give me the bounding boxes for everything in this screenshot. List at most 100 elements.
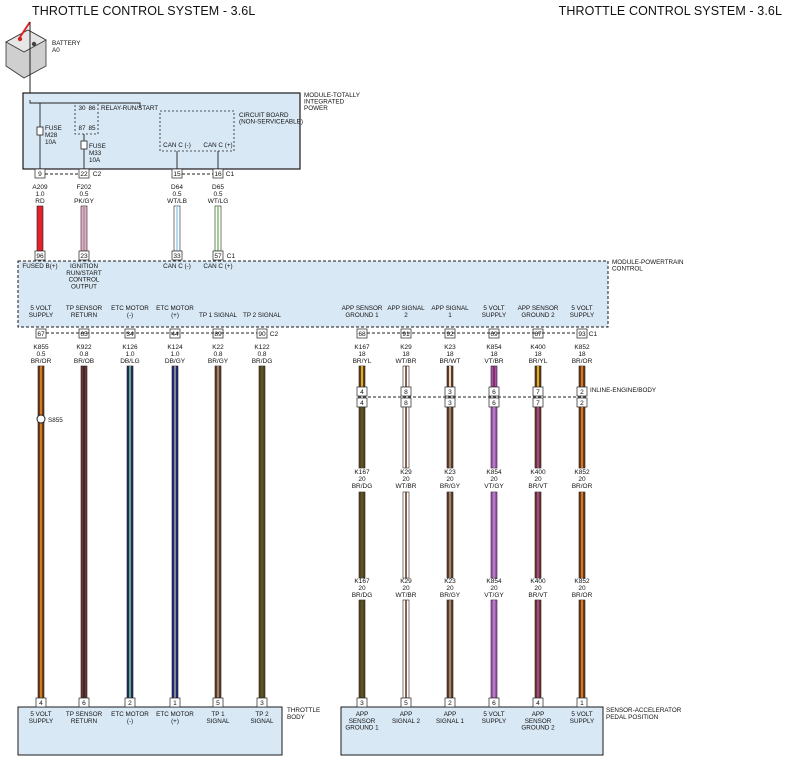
tipm-can-neg-label: CAN C (-) [163,142,191,149]
pcm-bottom-pin-5-number: 90 [258,331,266,338]
tipm-pin-22 [78,168,90,179]
throttle-body-pin-2 [124,697,136,708]
pcm-module-name: MODULE-POWERTRAIN [612,259,684,266]
throttle-body-pin-5 [256,697,268,708]
pcm-wire-7-color: WT/BR [396,358,417,365]
inline-pin-top-2-number: 3 [448,389,452,396]
app-wire-0-label-a-color: BR/DG [352,483,373,490]
fuse-m28-rating: 10A [45,139,57,146]
tipm-pin-16-number: 16 [214,171,222,178]
throttle-body-label-3: ETC MOTOR [156,711,194,718]
throttle-body-pin-4 [212,697,224,708]
inline-pin-top-3-number: 6 [492,389,496,396]
app-wire-2-label-a-color: BR/GY [440,483,461,490]
pcm-bottom-label-7: 2 [404,312,408,319]
pcm-wire-8-gauge: 18 [446,351,454,358]
app-sensor-label-2: APP [444,711,457,718]
pcm-wire-1-gauge: 0.8 [79,351,88,358]
throttle-body-name: BODY [287,714,306,721]
pcm-bottom-pin-3 [169,328,181,339]
app-sensor-label-3: SUPPLY [482,718,507,725]
pcm-wire-8-circuit: K23 [444,344,456,351]
pcm-wire-9-gauge: 18 [490,351,498,358]
tipm-wire-2-circuit: D64 [171,184,183,191]
inline-pin-top-1-number: 8 [404,389,408,396]
app-sensor-label-0: APP [356,711,369,718]
pcm-top-label-3: CAN C (+) [203,263,232,270]
app-wire-5-label-b-color: BR/OR [572,592,593,599]
pcm-bottom-pin-7 [400,328,412,339]
tipm-wire-2-color: WT/LB [167,198,187,205]
app-sensor-pin-0 [356,697,368,708]
pcm-top-pin-57 [212,250,224,261]
pcm-wire-1-color: BR/OB [74,358,94,365]
tipm-pin-15-number: 15 [173,171,181,178]
app-sensor-name: SENSOR-ACCELERATOR [606,707,682,714]
pcm-wire-6-gauge: 18 [358,351,366,358]
pcm-wire-10-gauge: 18 [534,351,542,358]
splice-s855-label: S855 [48,417,63,424]
app-wire-3-label-b-gauge: 20 [490,585,498,592]
relay-run-start-icon [74,102,99,135]
app-sensor-label-4: SENSOR [525,718,552,725]
app-sensor-pin-1-number: 5 [404,700,408,707]
pcm-bottom-label-0: 5 VOLT [30,305,51,312]
inline-pin-bottom-0-number: 4 [360,400,364,407]
app-sensor-name: PEDAL POSITION [606,714,659,721]
pcm-bottom-pin-0-number: 67 [37,331,45,338]
inline-pin-bottom-4-number: 7 [536,400,540,407]
app-wire-4-label-a-gauge: 20 [534,476,542,483]
pcm-bottom-label-4: TP 1 SIGNAL [199,312,238,319]
pcm-top-pin-57-number: 57 [214,253,222,260]
pcm-wire-10-color: BR/YL [529,358,548,365]
pcm-wire-2-color: DB/LG [120,358,140,365]
pcm-bottom-label-11: SUPPLY [570,312,595,319]
page-title-right: THROTTLE CONTROL SYSTEM - 3.6L [558,4,782,18]
pcm-top-pin-33-number: 33 [173,253,181,260]
fuse-m28-icon [36,126,44,136]
inline-pin-top-0 [356,386,368,397]
pcm-bottom-pin-4-number: 89 [214,331,222,338]
battery-top [5,29,47,53]
pcm-bottom-label-0: SUPPLY [29,312,54,319]
pcm-wire-5-circuit: K122 [254,344,270,351]
tipm-connector-c2: C2 [93,171,102,178]
inline-pin-top-1 [400,386,412,397]
app-wire-2-label-b-gauge: 20 [446,585,454,592]
app-sensor-box [340,706,604,756]
pcm-bottom-pin-6-number: 68 [358,331,366,338]
app-wire-1-label-b-color: WT/BR [396,592,417,599]
app-wire-3-label-b-color: VT/GY [484,592,504,599]
pcm-bottom-label-8: 1 [448,312,452,319]
pcm-top-pin-23 [78,250,90,261]
inline-connector-name: INLINE-ENGINE/BODY [590,387,657,394]
app-sensor-pin-2 [444,697,456,708]
pcm-bottom-label-9: 5 VOLT [483,305,504,312]
pcm-wire-5-color: BR/DG [252,358,273,365]
app-wire-3-label-b-circuit: K854 [486,578,502,585]
pcm-bottom-label-5: TP 2 SIGNAL [243,312,282,319]
pcm-wire-1-circuit: K922 [76,344,92,351]
inline-pin-bottom-2-number: 3 [448,400,452,407]
pcm-wire-11-circuit: K852 [574,344,590,351]
tipm-wire-0-gauge: 1.0 [35,191,44,198]
throttle-body-label-2: (-) [127,718,133,725]
pcm-bottom-label-6: APP SENSOR [342,305,383,312]
splice-s855-icon [36,414,46,424]
relay-run-start-label: RELAY-RUN/START [101,105,158,112]
pcm-bottom-label-11: 5 VOLT [571,305,592,312]
app-sensor-label-1: SIGNAL 2 [392,718,421,725]
throttle-body-pin-1 [78,697,90,708]
tipm-connector-c1: C1 [226,171,235,178]
pcm-bottom-pin-11 [576,328,588,339]
pcm-bottom-pin-3-number: 44 [171,331,179,338]
inline-pin-bottom-3-number: 6 [492,400,496,407]
tipm-wire-1-color: PK/GY [74,198,95,205]
fuse-m33-rating: 10A [89,157,101,164]
throttle-body-label-3: (+) [171,718,179,725]
app-sensor-pin-0-number: 3 [360,700,364,707]
pcm-wire-3-gauge: 1.0 [170,351,179,358]
inline-pin-bottom-1-number: 8 [404,400,408,407]
app-wire-2-label-b-color: BR/GY [440,592,461,599]
